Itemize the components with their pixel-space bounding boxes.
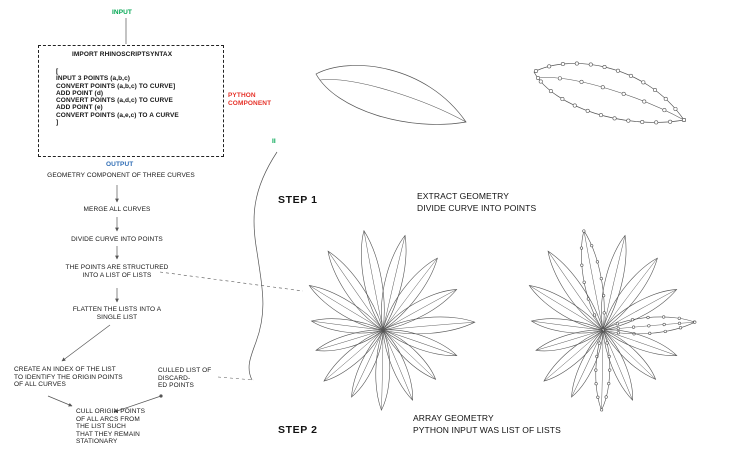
node-divide-curve: DIVIDE CURVE INTO POINTS: [71, 236, 163, 243]
s-curve-connector: [248, 151, 278, 381]
node-merge-curves: MERGE ALL CURVES: [83, 206, 151, 213]
leaf-curve-with-points: [533, 61, 687, 125]
input-label: INPUT: [112, 9, 132, 16]
python-box-title: IMPORT RHINOSCRIPTSYNTAX: [72, 51, 173, 58]
dashed-link-structured: [159, 271, 304, 292]
arrow-index-cull: [47, 395, 73, 407]
python-component-label: PYTHON COMPONENT: [228, 92, 272, 107]
arrow-flatten-index: [61, 324, 111, 362]
node-geometry-component: GEOMETRY COMPONENT OF THREE CURVES: [47, 172, 195, 179]
node-cull-origin-points: CULL ORIGIN POINTS OF ALL ARCS FROM THE …: [76, 408, 146, 446]
python-code-lines: [ INPUT 3 POINTS (a,b,c) CONVERT POINTS …: [56, 68, 179, 127]
connector-lines: [47, 18, 304, 413]
dashed-link-culled: [217, 376, 255, 381]
step2-label: STEP 2: [278, 424, 318, 436]
python-script-box: [38, 45, 224, 157]
arrow-culled-cull: [113, 395, 162, 413]
output-label: OUTPUT: [106, 161, 134, 168]
node-create-index: CREATE AN INDEX OF THE LIST TO IDENTIFY …: [14, 366, 123, 389]
flower-array-with-points: [528, 229, 697, 412]
step2-caption: ARRAY GEOMETRY PYTHON INPUT WAS LIST OF …: [413, 413, 561, 435]
step1-label: STEP 1: [278, 194, 318, 206]
node-flatten-lists: FLATTEN THE LISTS INTO A SINGLE LIST: [72, 306, 162, 321]
node-culled-list: CULLED LIST OF DISCARD- ED POINTS: [158, 367, 212, 390]
step1-caption: EXTRACT GEOMETRY DIVIDE CURVE INTO POINT…: [417, 191, 537, 213]
connector-label-ii: II: [272, 138, 276, 145]
node-points-structured: THE POINTS ARE STRUCTURED INTO A LIST OF…: [65, 264, 169, 279]
leaf-curve-plain: [315, 65, 467, 125]
flower-array-plain: [308, 229, 476, 411]
